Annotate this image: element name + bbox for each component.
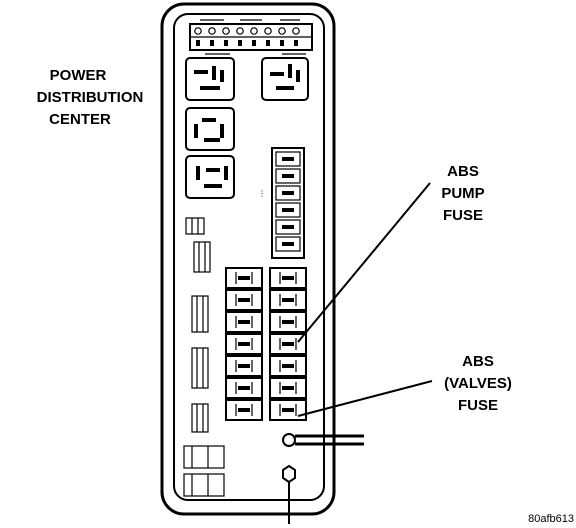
top-pin-terminal bbox=[266, 40, 270, 46]
maxi-fuse bbox=[269, 399, 307, 421]
housing-inner bbox=[173, 13, 325, 501]
maxi-fuse-link bbox=[238, 386, 250, 390]
mini-fuse bbox=[275, 185, 301, 201]
mini-fuse-element bbox=[282, 242, 294, 246]
mini-fuse-element bbox=[282, 225, 294, 229]
relay-2 bbox=[185, 107, 235, 151]
svg-text:⋮: ⋮ bbox=[258, 189, 266, 198]
maxi-fuse bbox=[225, 377, 263, 399]
maxi-fuse-grid bbox=[225, 267, 307, 421]
abs-pump-fuse-label: ABS PUMP FUSE bbox=[441, 163, 484, 224]
abs-pump-label-line-1: ABS bbox=[447, 163, 479, 180]
maxi-fuse bbox=[225, 311, 263, 333]
maxi-fuse-link bbox=[238, 298, 250, 302]
mini-fuse-block: ⋮ bbox=[258, 147, 305, 259]
mini-fuse bbox=[275, 168, 301, 184]
top-pin-terminal bbox=[238, 40, 242, 46]
pdc-label-line-3: CENTER bbox=[49, 111, 111, 128]
abs-pump-label-line-3: FUSE bbox=[443, 207, 483, 224]
maxi-fuse bbox=[269, 355, 307, 377]
maxi-fuse bbox=[269, 267, 307, 289]
maxi-fuse bbox=[225, 399, 263, 421]
abs-valves-label-line-2: (VALVES) bbox=[444, 375, 512, 392]
maxi-fuse-link bbox=[238, 320, 250, 324]
top-pin-terminal bbox=[210, 40, 214, 46]
top-pin-terminal bbox=[196, 40, 200, 46]
mini-fuse-element bbox=[282, 208, 294, 212]
pdc-label-line-2: DISTRIBUTION bbox=[37, 89, 144, 106]
maxi-fuse-link bbox=[238, 342, 250, 346]
maxi-fuse bbox=[225, 289, 263, 311]
top-connector-pins bbox=[194, 27, 300, 46]
mini-fuse bbox=[275, 202, 301, 218]
abs-pump-leader-line bbox=[297, 182, 431, 343]
top-pin bbox=[194, 27, 202, 35]
maxi-fuse bbox=[269, 377, 307, 399]
maxi-fuse-link bbox=[282, 342, 294, 346]
pdc-housing bbox=[160, 2, 336, 516]
mini-fuse-element bbox=[282, 191, 294, 195]
housing-outer bbox=[160, 2, 336, 516]
maxi-fuse-link bbox=[282, 386, 294, 390]
maxi-fuse-link bbox=[282, 408, 294, 412]
relay-4 bbox=[261, 57, 309, 101]
abs-pump-label-line-2: PUMP bbox=[441, 185, 484, 202]
abs-valves-fuse-label: ABS (VALVES) FUSE bbox=[444, 353, 512, 414]
top-pin-terminal bbox=[280, 40, 284, 46]
relay-1 bbox=[185, 57, 235, 101]
mini-fuse-element bbox=[282, 174, 294, 178]
studs-and-cable bbox=[282, 433, 364, 524]
top-pin bbox=[250, 27, 258, 35]
maxi-fuse bbox=[225, 355, 263, 377]
top-pin bbox=[264, 27, 272, 35]
maxi-fuse-link bbox=[238, 364, 250, 368]
relay-3 bbox=[185, 155, 235, 199]
top-pin bbox=[222, 27, 230, 35]
maxi-fuse-link bbox=[238, 408, 250, 412]
top-pin bbox=[236, 27, 244, 35]
maxi-fuse-link bbox=[282, 364, 294, 368]
abs-valves-label-line-3: FUSE bbox=[458, 397, 498, 414]
maxi-fuse-link bbox=[282, 298, 294, 302]
top-pin bbox=[208, 27, 216, 35]
top-pin-terminal bbox=[252, 40, 256, 46]
pdc-label: POWER DISTRIBUTION CENTER bbox=[37, 67, 144, 128]
abs-valves-label-line-1: ABS bbox=[462, 353, 494, 370]
mini-fuse bbox=[275, 151, 301, 167]
figure-code: 80afb613 bbox=[528, 513, 574, 525]
maxi-fuse bbox=[269, 333, 307, 355]
maxi-fuse bbox=[225, 267, 263, 289]
top-pin-terminal bbox=[294, 40, 298, 46]
maxi-fuse-link bbox=[238, 276, 250, 280]
maxi-fuse-link bbox=[282, 276, 294, 280]
maxi-fuse bbox=[225, 333, 263, 355]
maxi-fuse-link bbox=[282, 320, 294, 324]
pdc-label-line-1: POWER bbox=[50, 67, 107, 84]
left-connectors bbox=[183, 217, 225, 497]
top-pin bbox=[292, 27, 300, 35]
top-pin-terminal bbox=[224, 40, 228, 46]
maxi-fuse bbox=[269, 289, 307, 311]
mini-fuse bbox=[275, 219, 301, 235]
maxi-fuse bbox=[269, 311, 307, 333]
top-connector bbox=[189, 19, 313, 55]
mini-fuse bbox=[275, 236, 301, 252]
top-pin bbox=[278, 27, 286, 35]
abs-valves-leader-line bbox=[297, 380, 433, 417]
mini-fuse-element bbox=[282, 157, 294, 161]
